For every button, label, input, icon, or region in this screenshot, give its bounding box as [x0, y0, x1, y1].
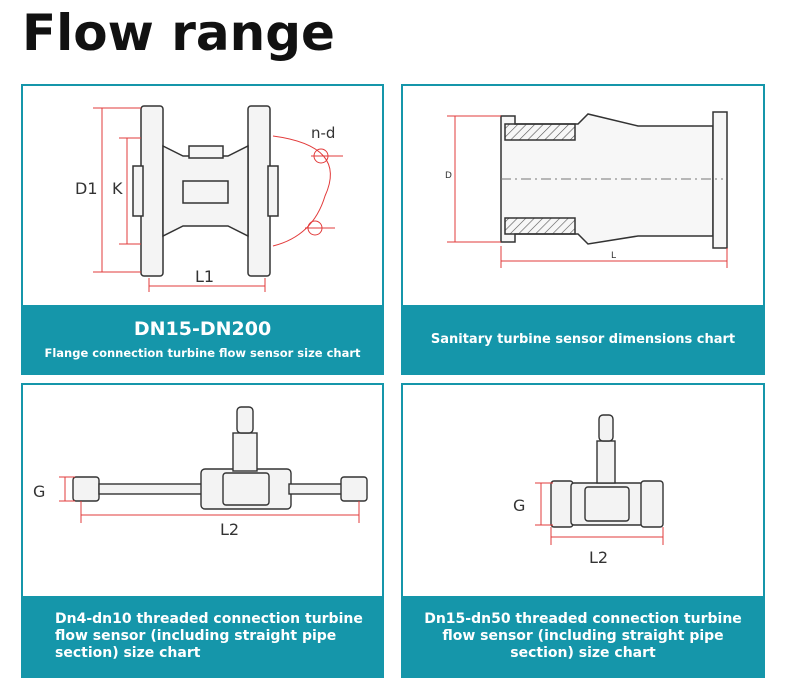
flange-caption: DN15-DN200 Flange connection turbine flo…: [23, 305, 382, 373]
sensor-core: [222, 472, 270, 506]
k-label: K: [112, 179, 123, 198]
flange-heading: DN15-DN200: [133, 318, 272, 340]
signal-connector: [232, 432, 258, 472]
large-threaded-caption-line-1: Dn15-dn50 threaded connection turbine: [424, 610, 742, 627]
left-thread: [550, 480, 574, 528]
sensor-neck: [188, 145, 224, 159]
small-threaded-sensor-panel: G L2 Dn4-dn10 threaded connection turbin…: [21, 383, 384, 678]
g-label: G: [33, 482, 45, 501]
l2-label: L2: [589, 548, 608, 567]
sanitary-caption: Sanitary turbine sensor dimensions chart: [403, 305, 763, 373]
right-thread: [640, 480, 664, 528]
sanitary-caption-text: Sanitary turbine sensor dimensions chart: [430, 331, 736, 347]
l2-label: L2: [220, 520, 239, 539]
page-title: Flow range: [22, 4, 335, 62]
left-flange: [140, 105, 164, 277]
small-threaded-caption-line-3: section) size chart: [55, 644, 201, 661]
right-straight-pipe: [288, 483, 344, 495]
small-threaded-sensor-diagram: G L2: [33, 406, 368, 539]
signal-connector: [596, 440, 616, 484]
sanitary-sensor-diagram: D L: [445, 111, 728, 268]
left-nut: [72, 476, 100, 502]
large-threaded-caption-line-3: section) size chart: [510, 644, 656, 661]
sanitary-sensor-panel: D L Sanitary turbine sensor dimensions c…: [401, 84, 765, 375]
connector-plug: [236, 406, 254, 434]
small-threaded-caption-line-1: Dn4-dn10 threaded connection turbine: [55, 610, 363, 627]
flange-caption-text: Flange connection turbine flow sensor si…: [44, 346, 361, 360]
small-threaded-caption-line-2: flow sensor (including straight pipe: [55, 627, 337, 644]
nd-label: n-d: [311, 124, 335, 142]
connector-plug: [598, 414, 614, 442]
d-label: D: [445, 171, 452, 181]
left-straight-pipe: [98, 483, 204, 495]
large-threaded-caption-line-2: flow sensor (including straight pipe: [442, 627, 724, 644]
large-threaded-sensor-diagram: G L2: [513, 414, 664, 567]
d1-label: D1: [75, 179, 98, 198]
wall-section-bottom: [504, 217, 576, 235]
g-label: G: [513, 496, 525, 515]
small-threaded-caption: Dn4-dn10 threaded connection turbine flo…: [23, 596, 382, 676]
right-flange: [247, 105, 271, 277]
l1-label: L1: [195, 267, 214, 286]
bolt-circle-arc: [272, 135, 331, 247]
large-threaded-sensor-panel: G L2 Dn15-dn50 threaded connection turbi…: [401, 383, 765, 678]
l-label: L: [611, 251, 616, 261]
wall-section-top: [504, 123, 576, 141]
flange-sensor-diagram: D1 K L1 n-d: [75, 105, 343, 292]
sensor-tube: [182, 180, 229, 204]
left-flange-bolt: [132, 165, 144, 217]
flange-sensor-panel: D1 K L1 n-d DN15-DN200 Flange connection…: [21, 84, 384, 375]
right-nut: [340, 476, 368, 502]
right-flange-bolt: [267, 165, 279, 217]
sanitary-clamp-flange: [712, 111, 728, 249]
large-threaded-caption: Dn15-dn50 threaded connection turbine fl…: [403, 596, 763, 676]
sensor-core: [584, 486, 630, 522]
